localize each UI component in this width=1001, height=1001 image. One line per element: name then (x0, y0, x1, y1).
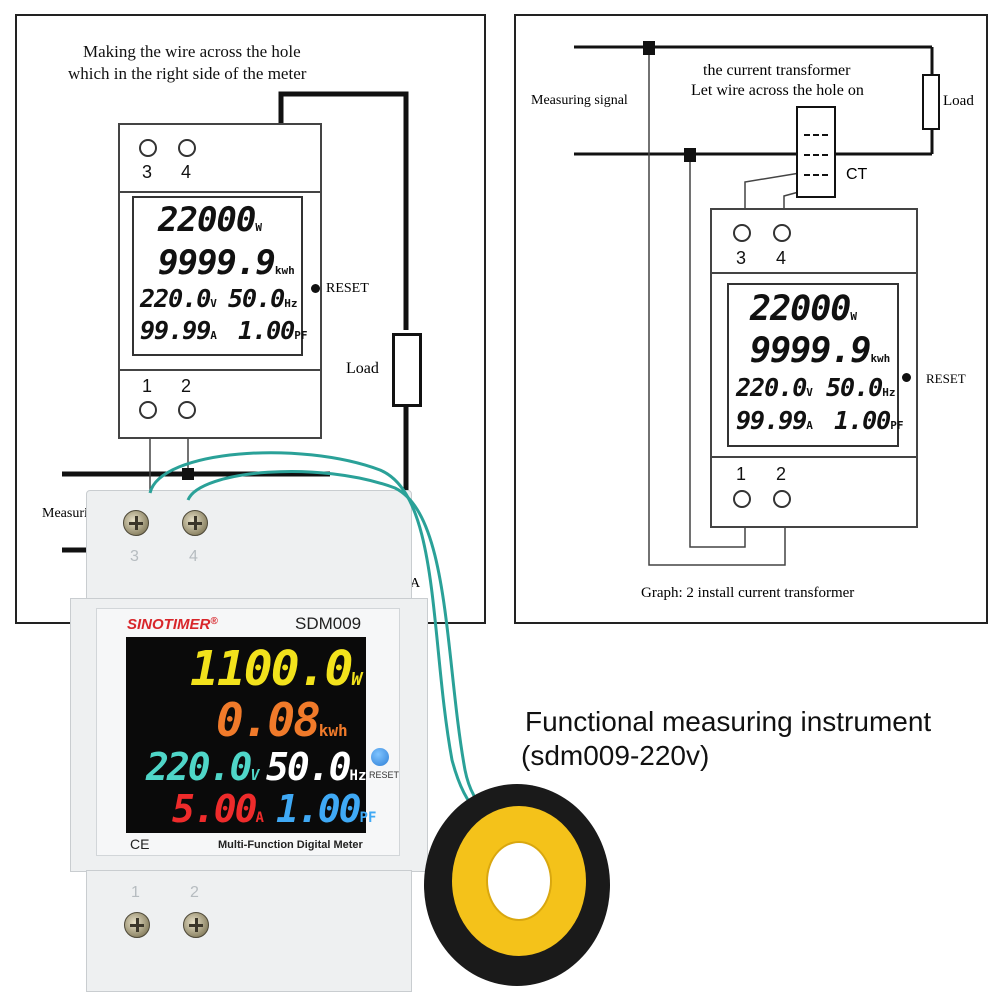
left-caption-line2: which in the right side of the meter (68, 64, 307, 83)
right-terminal-1-hole (733, 490, 751, 508)
left-load-label: Load (346, 360, 379, 377)
device-terminal-3-label: 3 (130, 548, 139, 565)
screw-terminal-2 (183, 912, 209, 938)
right-power-value: 22000W (750, 289, 857, 329)
device-voltage-value: 220.0V (146, 745, 260, 789)
right-terminal-4-label: 4 (776, 248, 787, 268)
right-terminal-1-label: 1 (736, 464, 747, 484)
left-terminal-1-hole (139, 401, 157, 419)
left-reset-dot (311, 284, 320, 293)
left-voltage-value: 220.0V (140, 284, 217, 313)
device-ce-mark: CE (130, 836, 150, 852)
right-meter-lcd (727, 283, 899, 447)
right-load-resistor (922, 74, 940, 130)
right-terminal-3-hole (733, 224, 751, 242)
left-power-value: 22000W (158, 200, 262, 240)
left-terminal-3-hole (139, 139, 157, 157)
device-terminal-1-label: 1 (131, 884, 140, 901)
device-pf-value: 1.00PF (276, 787, 377, 831)
left-load-resistor (392, 333, 422, 407)
left-terminal-4-hole (178, 139, 196, 157)
right-terminal-4-hole (773, 224, 791, 242)
right-pf-value: 1.00PF (834, 406, 904, 435)
device-color-screen (126, 637, 366, 833)
left-meter-lcd (132, 196, 303, 356)
right-current-value: 99.99A (736, 406, 813, 435)
left-energy-value: 9999.9kwh (158, 243, 295, 283)
device-frequency-value: 50.0Hz (266, 745, 367, 789)
left-terminal-4-label: 4 (181, 162, 192, 182)
device-reset-label: RESET (369, 770, 400, 780)
left-terminal-3-label: 3 (142, 162, 153, 182)
right-terminal-2-label: 2 (776, 464, 787, 484)
right-graph-caption: Graph: 2 install current transformer (641, 585, 855, 601)
current-transformer-hole (486, 841, 552, 921)
right-reset-label: RESET (926, 371, 966, 386)
right-reset-dot (902, 373, 911, 382)
right-ct-label: CT (846, 166, 868, 183)
device-reset-button[interactable] (371, 748, 389, 766)
device-terminal-4-label: 4 (189, 548, 198, 565)
left-pf-value: 1.00PF (238, 316, 308, 345)
device-current-value: 5.00A (172, 787, 264, 831)
right-ct-body (796, 106, 836, 198)
screw-terminal-3 (123, 510, 149, 536)
right-terminal-2-hole (773, 490, 791, 508)
right-measuring-signal: Measuring signal (531, 93, 628, 108)
left-terminal-2-label: 2 (181, 376, 192, 396)
left-caption-line1: Making the wire across the hole (83, 42, 301, 61)
right-wiring-lines (574, 41, 934, 566)
right-load-label: Load (943, 93, 974, 109)
screw-terminal-1 (124, 912, 150, 938)
right-frequency-value: 50.0Hz (826, 373, 896, 402)
left-reset-label: RESET (326, 281, 369, 296)
device-brand: SINOTIMER® (127, 616, 218, 633)
left-measuring-label: Measurin (42, 506, 95, 521)
device-energy-value: 0.08kwh (216, 693, 348, 747)
device-model: SDM009 (295, 614, 362, 633)
right-ct-caption-line2: Let wire across the hole on (691, 82, 864, 99)
left-partial-label: A (410, 576, 421, 591)
device-footer-label: Multi-Function Digital Meter (218, 839, 363, 851)
left-frequency-value: 50.0Hz (228, 284, 298, 313)
right-energy-value: 9999.9kwh (750, 331, 891, 371)
left-terminal-1-label: 1 (142, 376, 153, 396)
left-current-value: 99.99A (140, 316, 217, 345)
device-terminal-2-label: 2 (190, 884, 199, 901)
product-title-line2: (sdm009-220v) (521, 740, 710, 771)
screw-terminal-4 (182, 510, 208, 536)
left-terminal-2-hole (178, 401, 196, 419)
product-title-line1: Functional measuring instrument (525, 706, 932, 737)
right-ct-caption-line1: the current transformer (703, 62, 851, 79)
device-upper-housing (86, 490, 412, 600)
right-voltage-value: 220.0V (736, 373, 813, 402)
right-terminal-3-label: 3 (736, 248, 747, 268)
device-power-value: 1100.0W (190, 641, 363, 697)
